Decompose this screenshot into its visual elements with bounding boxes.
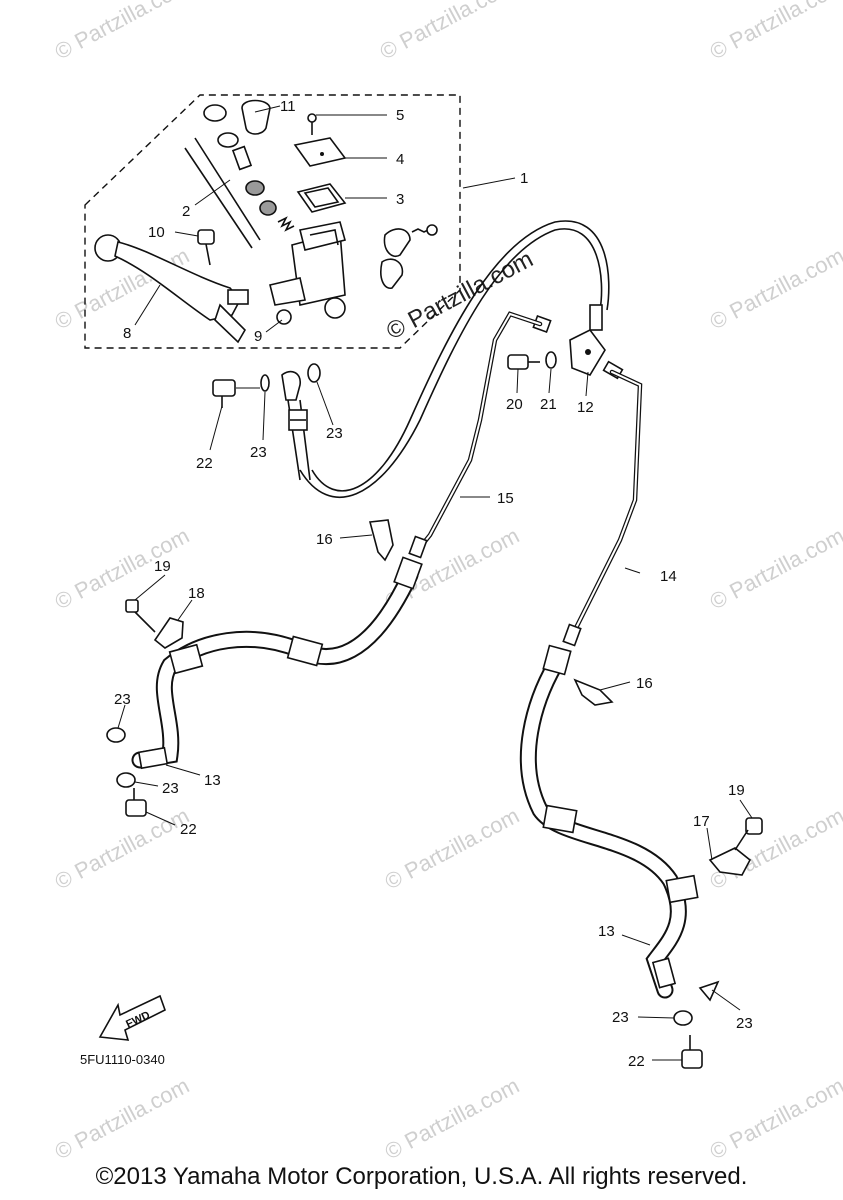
watermark: © Partzilla.com bbox=[706, 1073, 843, 1165]
callout-23-left-lower: 23 bbox=[162, 780, 179, 797]
callout-13-right: 13 bbox=[598, 923, 615, 940]
callout-23-left-upper: 23 bbox=[114, 691, 131, 708]
reservoir-parts bbox=[293, 113, 347, 213]
callout-22-right: 22 bbox=[628, 1053, 645, 1070]
upper-brake-hose bbox=[299, 228, 603, 498]
watermark: © Partzilla.com bbox=[706, 803, 843, 895]
clamp-holder bbox=[380, 224, 438, 289]
callout-8: 8 bbox=[123, 325, 131, 342]
left-lower-fittings bbox=[106, 727, 147, 817]
callout-18: 18 bbox=[188, 585, 205, 602]
left-brake-hose-inner bbox=[133, 568, 417, 767]
bracket-18 bbox=[125, 599, 184, 649]
watermark: © Partzilla.com bbox=[51, 803, 194, 895]
callout-19-right: 19 bbox=[728, 782, 745, 799]
callout-3: 3 bbox=[396, 191, 404, 208]
bracket-16-left bbox=[368, 519, 394, 562]
callout-11: 11 bbox=[280, 98, 296, 115]
joint-12 bbox=[532, 304, 624, 380]
center-watermark: © Partzilla.com bbox=[382, 246, 537, 346]
callout-16-right: 16 bbox=[636, 675, 653, 692]
watermark: © Partzilla.com bbox=[706, 243, 843, 335]
callout-4: 4 bbox=[396, 151, 404, 168]
bracket-17 bbox=[708, 817, 763, 876]
brake-pipe-15 bbox=[415, 311, 543, 553]
callout-23-right-far: 23 bbox=[736, 1015, 753, 1032]
upper-brake-hose-inner bbox=[311, 220, 610, 492]
callout-10: 10 bbox=[148, 224, 165, 241]
brake-pipe-14-inner bbox=[574, 371, 642, 631]
callout-12: 12 bbox=[577, 399, 594, 416]
watermark: © Partzilla.com bbox=[706, 0, 843, 64]
watermark: © Partzilla.com bbox=[381, 803, 524, 895]
callout-20: 20 bbox=[506, 396, 523, 413]
callout-14: 14 bbox=[660, 568, 677, 585]
brake-lever bbox=[94, 234, 249, 344]
fwd-arrow-icon: FWD bbox=[98, 994, 166, 1041]
right-hose-fittings bbox=[542, 623, 699, 989]
callout-9: 9 bbox=[254, 328, 262, 345]
brake-pipe-15-inner bbox=[417, 312, 541, 551]
callout-23-top-right: 23 bbox=[326, 425, 343, 442]
upper-banjo-fittings bbox=[212, 351, 557, 481]
callout-22-top: 22 bbox=[196, 455, 213, 472]
watermark-layer: © Partzilla.com © Partzilla.com © Partzi… bbox=[51, 0, 843, 1164]
bolt-10 bbox=[197, 229, 215, 266]
callout-22-left: 22 bbox=[180, 821, 197, 838]
left-hose-fittings bbox=[137, 535, 428, 770]
master-cylinder-body bbox=[269, 221, 346, 325]
watermark: © Partzilla.com bbox=[376, 0, 519, 64]
callout-13-left: 13 bbox=[204, 772, 221, 789]
watermark: © Partzilla.com bbox=[51, 523, 194, 615]
piston-kit bbox=[184, 99, 295, 249]
copyright-notice: ©2013 Yamaha Motor Corporation, U.S.A. A… bbox=[95, 1163, 748, 1190]
watermark: © Partzilla.com bbox=[51, 1073, 194, 1165]
master-cylinder-assembly-boundary bbox=[84, 94, 461, 349]
callout-19-left: 19 bbox=[154, 558, 171, 575]
bracket-16-right bbox=[573, 678, 614, 706]
callout-21: 21 bbox=[540, 396, 557, 413]
watermark: © Partzilla.com bbox=[51, 0, 194, 64]
callout-15: 15 bbox=[497, 490, 514, 507]
callout-1: 1 bbox=[520, 170, 528, 187]
diagram-code: 5FU1110-0340 bbox=[80, 1052, 165, 1067]
watermark: © Partzilla.com bbox=[706, 523, 843, 615]
right-lower-fittings bbox=[673, 980, 720, 1069]
callout-23-right-mid: 23 bbox=[612, 1009, 629, 1026]
callout-17: 17 bbox=[693, 813, 710, 830]
callout-23-top-left: 23 bbox=[250, 444, 267, 461]
callout-labels: 1 2 3 4 5 8 9 10 11 12 13 13 14 15 16 16… bbox=[114, 98, 753, 1070]
leader-lines bbox=[117, 105, 753, 1061]
watermark: © Partzilla.com bbox=[381, 1073, 524, 1165]
right-brake-hose-inner bbox=[521, 658, 685, 997]
callout-2: 2 bbox=[182, 203, 190, 220]
callout-16-left: 16 bbox=[316, 531, 333, 548]
callout-5: 5 bbox=[396, 107, 404, 124]
